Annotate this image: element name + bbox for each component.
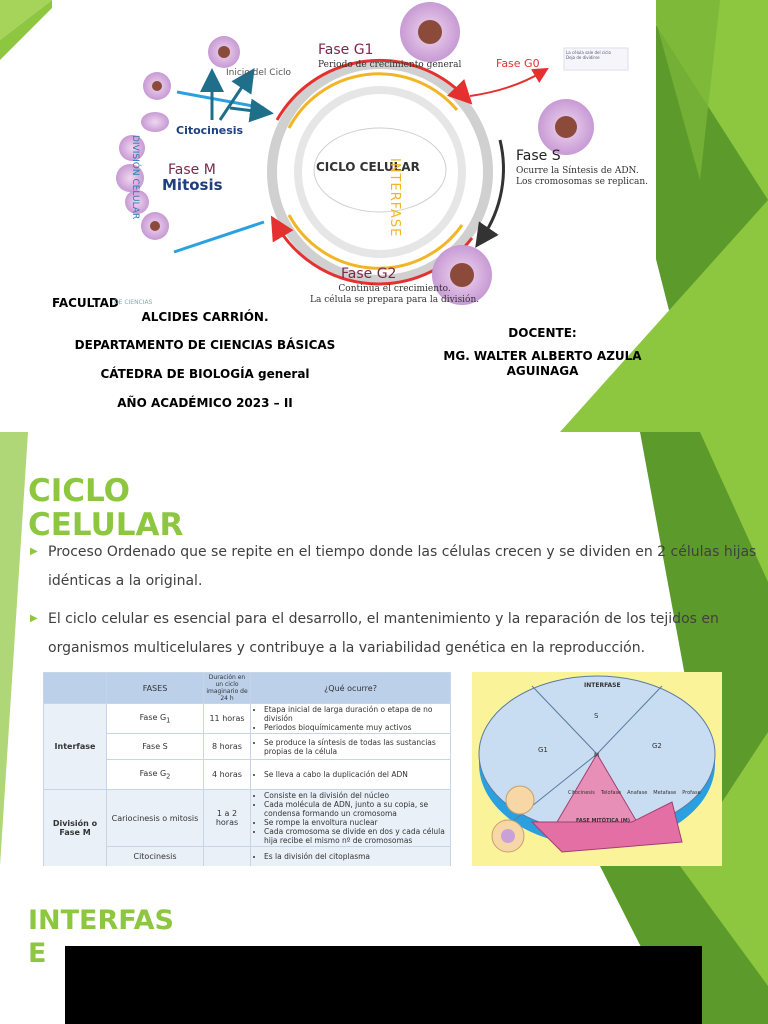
black-content-block	[65, 946, 702, 1024]
fase-duration: 1 a 2 horas	[203, 789, 251, 847]
phases-table-grid: FASES Duración en un ciclo imaginario de…	[43, 672, 451, 866]
fase-name: Fase S	[106, 733, 204, 760]
fase-description: Etapa inicial de larga duración o etapa …	[250, 703, 451, 734]
citocinesis-label: Citocinesis	[176, 124, 244, 137]
bullet-icon: ▶	[30, 613, 38, 624]
table-row: División o Fase M Cariocinesis o mitosis…	[43, 789, 451, 866]
fase-description: Se lleva a cabo la duplicación del ADN	[250, 759, 451, 790]
fase-g2-desc: Continúa el crecimiento.La célula se pre…	[310, 284, 480, 305]
fase-description: Se produce la síntesis de todas las sust…	[250, 733, 451, 760]
fase-name: Fase G1	[106, 703, 204, 734]
wheel-fase-mitotica-label: FASE MITÓTICA (M)	[576, 818, 631, 824]
teacher-label: DOCENTE:	[508, 326, 577, 340]
wheel-g1-label: G1	[538, 746, 548, 754]
table-row: Interfase Fase G1 11 horas Etapa inicial…	[43, 703, 451, 790]
fase-name: Cariocinesis o mitosis	[106, 789, 204, 847]
fase-description: Consiste en la división del núcleoCada m…	[250, 789, 451, 847]
mitosis-label: Mitosis	[162, 176, 223, 194]
department-name: DEPARTAMENTO DE CIENCIAS BÁSICAS	[74, 338, 336, 352]
table-row: Fase S 8 horas Se produce la síntesis de…	[43, 733, 451, 760]
table-row: Fase G2 4 horas Se lleva a cabo la dupli…	[43, 759, 451, 790]
wheel-s-label: S	[594, 712, 599, 720]
bullet-text-2: El ciclo celular es esencial para el des…	[48, 611, 719, 656]
bullet-text-1: Proceso Ordenado que se repite en el tie…	[48, 544, 757, 589]
interfase-arc-label: INTERFASE	[387, 158, 402, 238]
wheel-interfase-label: INTERFASE	[584, 682, 621, 689]
ciclo-celular-center-label: CICLO CELULAR	[316, 160, 420, 174]
table-header-duracion: Duración en un ciclo imaginario de 24 h	[203, 672, 251, 704]
table-header-que-ocurre: ¿Qué ocurre?	[250, 672, 451, 704]
fase-m-title: Fase M	[168, 162, 216, 178]
cycle-diagram-svg	[116, 2, 629, 305]
inicio-ciclo-label: Inicio del Ciclo	[226, 68, 292, 78]
fase-duration: 4 horas	[203, 759, 251, 790]
group-division: División o Fase M	[43, 789, 107, 866]
table-row: Citocinesis Es la división del citoplasm…	[43, 846, 451, 866]
fase-name: Fase G2	[106, 759, 204, 790]
fase-description: Es la división del citoplasma	[250, 846, 451, 866]
university-name: ALCIDES CARRIÓN.	[141, 310, 269, 324]
fase-duration	[203, 846, 251, 866]
fase-s-title: Fase S	[516, 148, 561, 164]
green-facets-decoration	[600, 866, 768, 1024]
wheel-m-label: M	[594, 752, 600, 759]
fase-g0-title: Fase G0	[496, 57, 540, 70]
fase-duration: 11 horas	[203, 703, 251, 734]
cover-slide: Fase G1 Periodo de crecimiento general I…	[0, 0, 768, 432]
fase-s-desc: Ocurre la Síntesis de ADN.Los cromosomas…	[516, 166, 649, 187]
fase-g1-desc: Periodo de crecimiento general	[318, 60, 462, 70]
cycle-wheel-svg	[478, 675, 716, 853]
green-facets-decoration	[0, 432, 768, 866]
table-header-empty	[43, 672, 107, 704]
phases-table: FASES Duración en un ciclo imaginario de…	[43, 672, 451, 866]
chair-name: CÁTEDRA DE BIOLOGÍA general	[100, 367, 310, 381]
fase-name: Citocinesis	[106, 846, 204, 866]
faculty-overlap-text: DE CIENCIAS	[114, 299, 153, 306]
group-interfase: Interfase	[43, 703, 107, 790]
faculty-label: FACULTAD	[52, 296, 119, 310]
division-arc-label: DIVISIÓN CELULAR	[130, 135, 140, 220]
cell-cycle-diagram: Fase G1 Periodo de crecimiento general I…	[52, 0, 656, 310]
table-header-fases: FASES	[106, 672, 204, 704]
fase-duration: 8 horas	[203, 733, 251, 760]
fase-g2-title: Fase G2	[341, 266, 397, 282]
bullet-icon: ▶	[30, 546, 38, 557]
wheel-g2-label: G2	[652, 742, 662, 750]
academic-year: AÑO ACADÉMICO 2023 – II	[117, 396, 293, 410]
fase-g1-title: Fase G1	[318, 42, 374, 58]
